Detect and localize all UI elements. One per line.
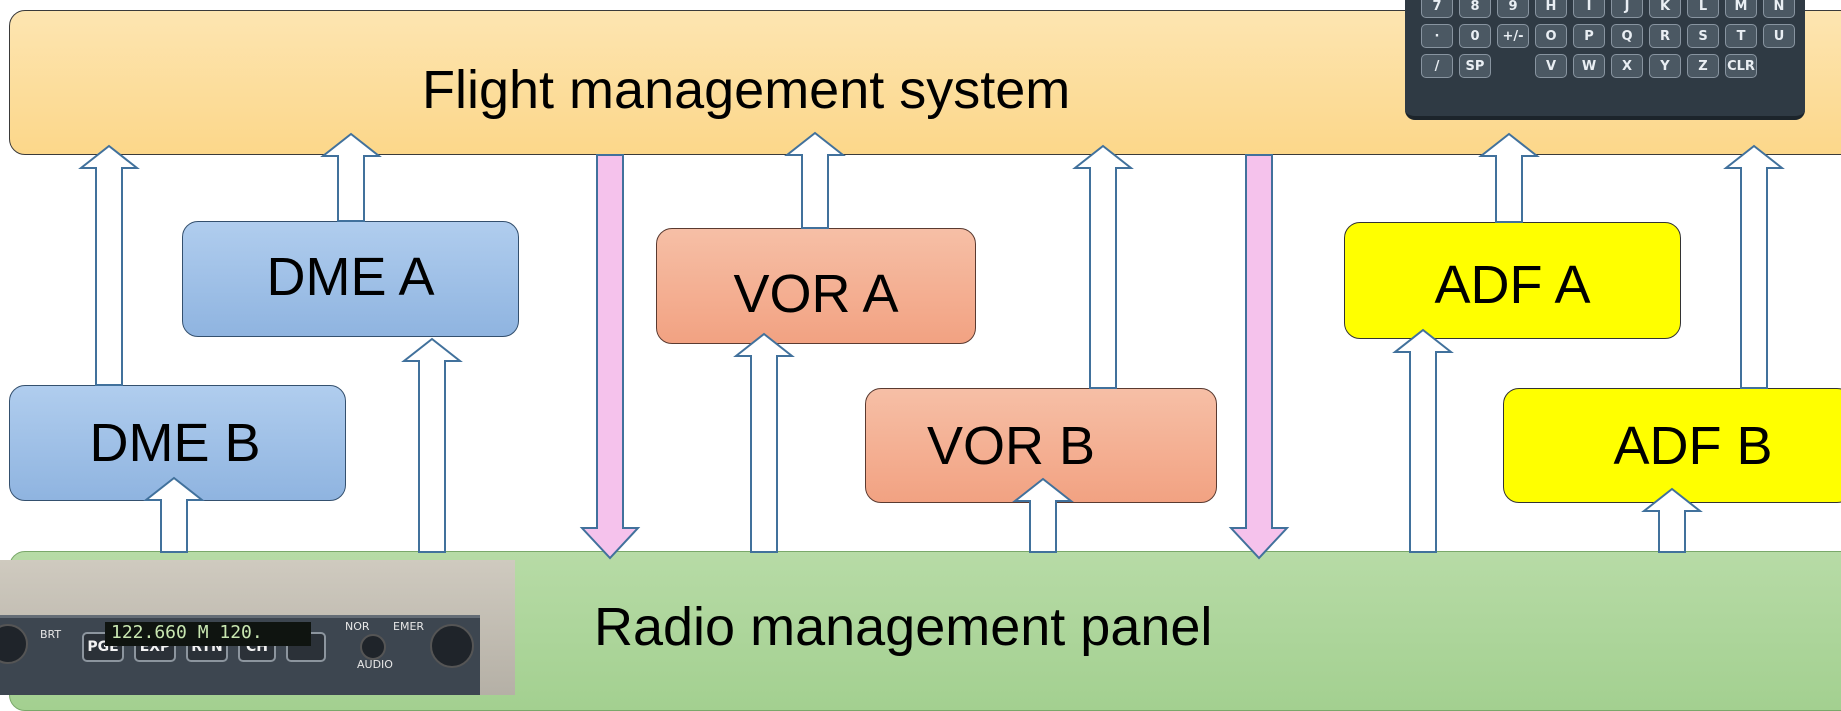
rmp-right-knob xyxy=(430,624,474,668)
cdu-key: Z xyxy=(1687,54,1719,78)
arrow-rmp-to-dme-a xyxy=(401,337,463,553)
cdu-key: R xyxy=(1649,24,1681,48)
arrow-rmp-to-adf-b xyxy=(1641,487,1703,553)
arrow-fms-to-rmp-2 xyxy=(1228,154,1290,560)
arrow-adf-b-to-fms xyxy=(1723,144,1785,389)
cdu-key: O xyxy=(1535,24,1567,48)
arrow-fms-to-rmp-1 xyxy=(579,154,641,560)
fms-label: Flight management system xyxy=(422,60,1071,120)
rmp-label-audio: AUDIO xyxy=(357,658,393,671)
vor-a-label: VOR A xyxy=(733,264,899,324)
rmp-label: Radio management panel xyxy=(594,597,1213,657)
cdu-key: V xyxy=(1535,54,1567,78)
cdu-key: U xyxy=(1763,24,1795,48)
cdu-key: 0 xyxy=(1459,24,1491,48)
cdu-key: T xyxy=(1725,24,1757,48)
cdu-key: 8 xyxy=(1459,0,1491,18)
arrow-dme-b-to-fms xyxy=(78,144,140,386)
arrow-rmp-to-dme-b xyxy=(143,476,205,553)
cdu-key: +/- xyxy=(1497,24,1529,48)
dme-b-label: DME B xyxy=(89,413,261,473)
cdu-key: I xyxy=(1573,0,1605,18)
arrows-layer xyxy=(78,131,1785,560)
rmp-audio-knob xyxy=(360,634,386,660)
cdu-key: Q xyxy=(1611,24,1643,48)
dme-a-label: DME A xyxy=(266,247,435,307)
arrow-adf-a-to-fms xyxy=(1478,132,1540,223)
cdu-key: 9 xyxy=(1497,0,1529,18)
cdu-key: L xyxy=(1687,0,1719,18)
adf-a-label: ADF A xyxy=(1434,254,1591,315)
rmp-label-brt: BRT xyxy=(40,628,62,641)
dme-a-box: DME A xyxy=(182,221,519,337)
rmp-lcd-frequency: 122.660 M 120. xyxy=(105,622,311,646)
cdu-key: P xyxy=(1573,24,1605,48)
adf-a-box: ADF A xyxy=(1344,222,1681,339)
cdu-key: S xyxy=(1687,24,1719,48)
cdu-key: / xyxy=(1421,54,1453,78)
cdu-key: M xyxy=(1725,0,1757,18)
vor-b-label: VOR B xyxy=(926,415,1096,476)
cdu-key: H xyxy=(1535,0,1567,18)
cdu-key: J xyxy=(1611,0,1643,18)
arrow-rmp-to-vor-b xyxy=(1012,477,1074,553)
arrow-vor-b-to-fms xyxy=(1072,144,1134,389)
cdu-key: SP xyxy=(1459,54,1491,78)
rmp-label-emer: EMER xyxy=(393,620,425,633)
cdu-key: CLR xyxy=(1725,54,1757,78)
adf-b-box: ADF B xyxy=(1503,388,1841,503)
rmp-unit-image: PGE EXP RTN CH NOR EMER AUDIO BRT 122.66… xyxy=(0,560,515,695)
arrow-dme-a-to-fms xyxy=(320,132,382,222)
adf-b-label: ADF B xyxy=(1613,415,1773,476)
cdu-key: 7 xyxy=(1421,0,1453,18)
cdu-key: · xyxy=(1421,24,1453,48)
arrow-vor-a-to-fms xyxy=(784,131,846,229)
arrow-rmp-to-vor-a xyxy=(733,332,795,553)
cdu-key: K xyxy=(1649,0,1681,18)
cdu-key: W xyxy=(1573,54,1605,78)
vor-a-box: VOR A xyxy=(656,228,976,344)
rmp-label-nor: NOR xyxy=(345,620,370,633)
cdu-key: N xyxy=(1763,0,1795,18)
radio-management-panel-box: Radio management panel xyxy=(9,551,1841,711)
cdu-key: X xyxy=(1611,54,1643,78)
cdu-key: Y xyxy=(1649,54,1681,78)
arrow-rmp-to-adf-a xyxy=(1392,328,1454,553)
